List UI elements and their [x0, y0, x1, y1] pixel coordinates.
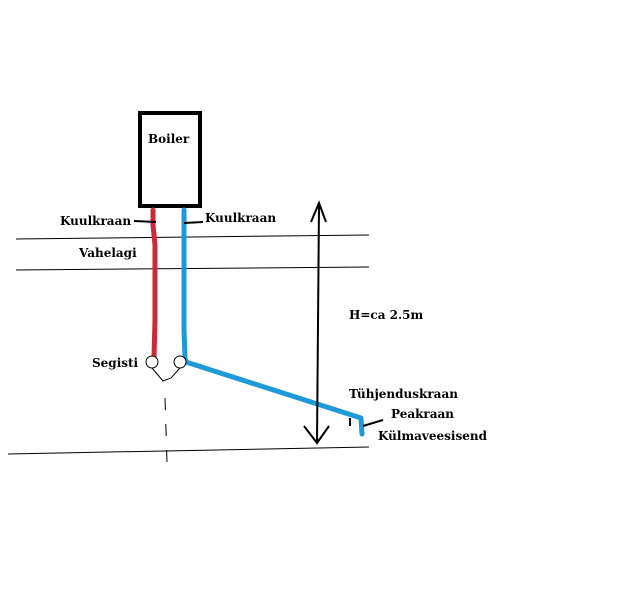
main-valve-label: Peakraan [391, 407, 454, 421]
boiler-box [138, 111, 202, 208]
height-label: H=ca 2.5m [349, 308, 424, 322]
mixer-connector-left [145, 355, 159, 369]
hot-water-pipe [150, 207, 158, 360]
floor-label: Vahelagi [78, 246, 137, 260]
height-arrow-shaft [316, 205, 320, 443]
mixer-body [151, 367, 181, 382]
ground-line [7, 446, 370, 455]
mixer-connector-right [173, 355, 187, 369]
floor-line-lower [15, 266, 370, 271]
valve-marker-right [183, 221, 204, 224]
height-arrow-head-top [310, 200, 327, 223]
cold-water-pipe [181, 207, 365, 437]
mixer-outlet-dashed [164, 397, 168, 463]
drain-valve-label: Tühjenduskraan [349, 387, 458, 401]
mixer-label: Segisti [92, 356, 139, 370]
main-valve-pointer [362, 419, 384, 427]
floor-line-upper [15, 234, 370, 240]
valve-marker-left [133, 220, 157, 223]
valve-label-left: Kuulkraan [60, 214, 131, 228]
valve-label-right: Kuulkraan [205, 211, 276, 225]
height-arrow-head-bottom [303, 425, 330, 445]
cold-inlet-label: Külmaveesisend [378, 429, 488, 443]
boiler-label: Boiler [148, 132, 190, 146]
